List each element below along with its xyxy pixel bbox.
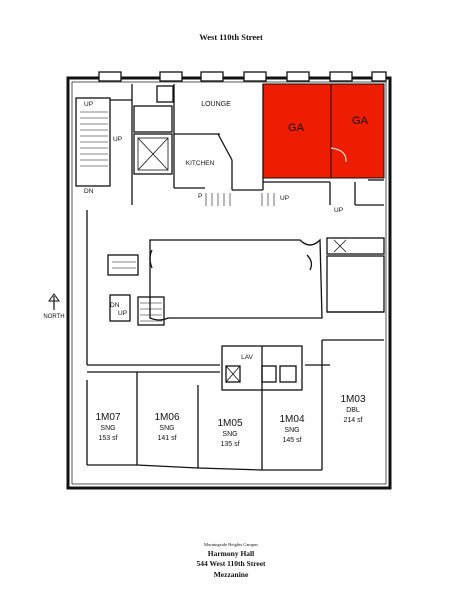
- ga-label-right: GA: [352, 115, 369, 127]
- room-number: 1M03: [340, 394, 365, 405]
- room-area: 153 sf: [98, 435, 117, 442]
- room-type: SNG: [100, 425, 115, 432]
- campus-name: Morningside Heights Campus: [204, 542, 258, 547]
- lav-label: LAV: [241, 354, 253, 361]
- title-block: Morningside Heights Campus Harmony Hall …: [196, 542, 266, 579]
- building-name: Harmony Hall: [208, 549, 254, 558]
- room-1m05[interactable]: 1M05 SNG 135 sf: [217, 418, 242, 448]
- room-1m03[interactable]: 1M03 DBL 214 sf: [340, 394, 365, 424]
- building-outline: [66, 76, 392, 490]
- room-area: 141 sf: [157, 435, 176, 442]
- room-number: 1M07: [95, 412, 120, 423]
- elevator-symbols: [137, 137, 347, 383]
- stair-treads: [80, 111, 275, 322]
- p-label: P: [198, 193, 202, 200]
- north-compass: NORTH: [43, 293, 65, 320]
- up-label-1: UP: [84, 101, 93, 108]
- ga-door-swing: [330, 147, 347, 163]
- room-area: 145 sf: [282, 437, 301, 444]
- kitchen-label: KITCHEN: [186, 160, 215, 167]
- room-area: 135 sf: [220, 441, 239, 448]
- room-1m07[interactable]: 1M07 SNG 153 sf: [95, 412, 120, 442]
- room-number: 1M04: [279, 414, 304, 425]
- up-label-2: UP: [113, 136, 122, 143]
- room-1m04[interactable]: 1M04 SNG 145 sf: [279, 414, 304, 444]
- dn-label-1: DN: [84, 188, 94, 195]
- room-type: SNG: [159, 425, 174, 432]
- room-type: SNG: [222, 431, 237, 438]
- room-number: 1M05: [217, 418, 242, 429]
- north-arrowhead-icon: [48, 293, 60, 302]
- room-number: 1M06: [154, 412, 179, 423]
- building-address: 544 West 110th Street: [196, 559, 266, 568]
- street-title: West 110th Street: [199, 32, 263, 42]
- ga-highlight-group: GA GA: [262, 83, 385, 179]
- interior-walls: [75, 84, 385, 471]
- dn-label-2: DN: [110, 302, 120, 309]
- room-type: DBL: [346, 407, 360, 414]
- room-1m06[interactable]: 1M06 SNG 141 sf: [154, 412, 179, 442]
- window-bays: [98, 71, 387, 82]
- room-type: SNG: [284, 427, 299, 434]
- lounge-label: LOUNGE: [201, 101, 231, 108]
- up-label-3: UP: [280, 195, 289, 202]
- ga-room-right[interactable]: [330, 83, 385, 179]
- floor-name: Mezzanine: [214, 570, 249, 579]
- up-label-4: UP: [334, 207, 343, 214]
- north-label: NORTH: [43, 314, 64, 320]
- floor-labels: LOUNGE KITCHEN LAV P UP UP DN UP UP DN U…: [84, 101, 343, 361]
- bedroom-labels: 1M07 SNG 153 sf 1M06 SNG 141 sf 1M05 SNG…: [95, 394, 365, 448]
- room-area: 214 sf: [343, 417, 362, 424]
- up-label-5: UP: [118, 310, 127, 317]
- ga-label-left: GA: [288, 122, 305, 134]
